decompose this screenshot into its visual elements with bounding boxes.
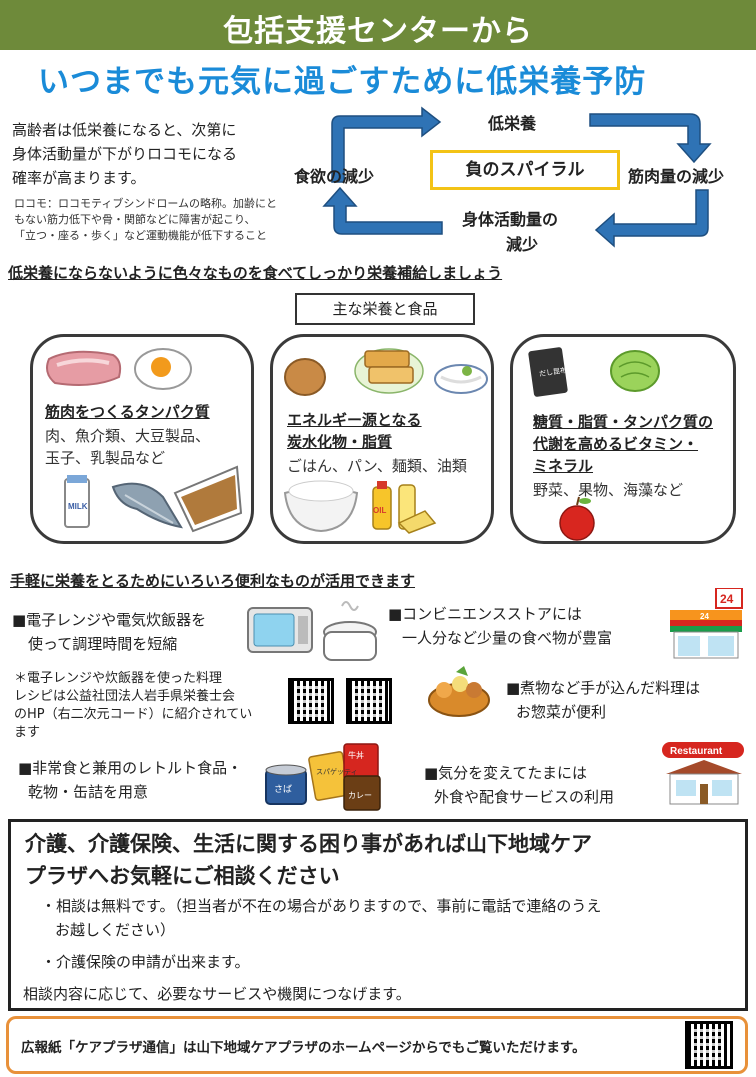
note-line: 「立つ・座る・歩く」など運動機能が低下すること [14, 229, 267, 242]
fish-icon [111, 482, 183, 529]
tip-recipe: ＊電子レンジや炊飯器を使った料理 レシピは公益社団法人岩手県栄養士会 のHP（右… [14, 671, 253, 740]
pouch-label-curry: カレー [348, 791, 372, 800]
card-protein-title: 筋肉をつくるタンパク質 [45, 403, 210, 421]
tip-gaishoku-1: ■気分を変えてたまには [424, 764, 587, 782]
tip-nimono-2: お惣菜が便利 [516, 703, 607, 721]
card-vitamin-text: 野菜、果物、海藻など [533, 481, 684, 499]
consultation-box: 介護、介護保険、生活に関する困り事があれば山下地域ケア プラザへお気軽にご相談く… [8, 819, 748, 1011]
spiral-left-label: 食欲の減少 [294, 167, 375, 186]
spiral-bottom-label-1: 身体活動量の [462, 210, 559, 229]
card-energy-title-2: 炭水化物・脂質 [287, 433, 393, 451]
main-title: いつまでも元気に過ごすために低栄養予防 [38, 64, 647, 100]
spiral-arrows [322, 106, 712, 248]
noodle-bowl-icon [434, 364, 488, 394]
consult-item-free-2: お越しください） [55, 921, 176, 939]
food-card-energy: OIL エネルギー源となる 炭水化物・脂質 ごはん、パン、麺類、油類 [270, 334, 494, 544]
card-energy-text: ごはん、パン、麺類、油類 [287, 457, 467, 475]
restaurant-icon: Restaurant [662, 742, 744, 805]
card-vitamin-title-3: ミネラル [533, 457, 594, 475]
store-sign-front: 24 [700, 612, 709, 621]
can-label: さば [274, 784, 292, 795]
consultation-heading: 介護、介護保険、生活に関する困り事があれば山下地域ケア プラザへお気軽にご相談く… [25, 832, 592, 888]
tip-conbini-2: 一人分など少量の食べ物が豊富 [402, 629, 613, 647]
tip-microwave-1: ■電子レンジや電気炊飯器を [12, 611, 207, 629]
kombu-label: だし昆布 [539, 365, 568, 378]
note-line: ロコモ：ロコモティブシンドロームの略称。加齢にと [14, 197, 278, 210]
consult-item-application: ・介護保険の申請が出来ます。 [41, 953, 250, 971]
nimono-icon [428, 666, 490, 717]
header-title: 包括支援センターから [223, 14, 533, 49]
card-protein-text-1: 肉、魚介類、大豆製品、 [45, 427, 211, 445]
qr-code-2[interactable] [346, 678, 392, 724]
card-vitamin-title-2: 代謝を高めるビタミン・ [533, 435, 699, 453]
rice-bowl-icon [283, 480, 359, 533]
food-card-protein: MILK 筋肉をつくるタンパク質 肉、魚介類、大豆製品、 玉子、乳製品など [30, 334, 254, 544]
pouch-label-beef: 牛丼 [348, 750, 364, 760]
kombu-package-icon: だし昆布 [528, 347, 568, 397]
consult-closing: 相談内容に応じて、必要なサービスや機関につなげます。 [23, 985, 411, 1003]
footer-text: 広報紙「ケアプラザ通信」は山下地域ケアプラザのホームページからでもご覧いただけま… [21, 1040, 586, 1056]
footer-qr-code[interactable] [685, 1021, 733, 1069]
tip-nimono-1: ■煮物など手が込んだ料理は [506, 679, 701, 697]
oil-bottle-icon: OIL [372, 481, 437, 534]
fried-egg-icon [134, 348, 192, 390]
lettuce-icon [610, 350, 660, 392]
appliances-illustration [247, 601, 377, 661]
food-card-vitamins: だし昆布 糖質・脂質・タンパク質の 代謝を高めるビタミン・ ミネラル 野菜、果物… [510, 334, 736, 544]
retort-food-icon: さば 牛丼 スパゲッティ カレー [265, 743, 381, 811]
milk-label: MILK [68, 502, 88, 511]
apple-icon [559, 496, 595, 541]
spiral-center-label: 負のスパイラル [430, 150, 620, 190]
potato-icon [284, 358, 326, 396]
intro-line: 身体活動量が下がりロコモになる [12, 145, 238, 163]
header-bar: 包括支援センターから [0, 0, 756, 50]
oil-label: OIL [373, 506, 386, 515]
footer-box: 広報紙「ケアプラザ通信」は山下地域ケアプラザのホームページからでもご覧いただけま… [6, 1016, 748, 1074]
microwave-icon [247, 607, 313, 653]
foods-box-title: 主な栄養と食品 [295, 293, 475, 325]
section-heading-nutrition: 低栄養にならないように色々なものを食べてしっかり栄養補給しましょう [8, 264, 503, 282]
arrow-bottom-to-left [322, 186, 443, 235]
tip-retort-2: 乾物・缶詰を用意 [28, 783, 149, 801]
consult-item-free-1: ・相談は無料です。（担当者が不在の場合がありますので、事前に電話で連絡のうえ [41, 897, 602, 915]
intro-line: 確率が高まります。 [12, 169, 146, 187]
convenience-store-icon: 24 24 [670, 588, 743, 659]
section-heading-convenience: 手軽に栄養をとるためにいろいろ便利なものが活用できます [10, 572, 416, 590]
spiral-top-label: 低栄養 [488, 114, 537, 133]
card-energy-title-1: エネルギー源となる [287, 411, 422, 429]
toast-icon [354, 348, 424, 394]
spiral-right-label: 筋肉量の減少 [628, 167, 725, 186]
canned-food-icon: さば [265, 764, 307, 805]
spiral-bottom-label-2: 減少 [506, 235, 539, 254]
tip-retort-1: ■非常食と兼用のレトルト食品・ [18, 759, 243, 777]
card-protein-text-2: 玉子、乳製品など [45, 449, 166, 467]
arrow-left-to-top [331, 106, 442, 183]
rice-cooker-icon [323, 601, 377, 661]
store-sign-top: 24 [720, 592, 734, 606]
milk-carton-icon: MILK [64, 475, 90, 528]
note-line: もない筋力低下や骨・関節などに障害が起こり、 [14, 213, 256, 226]
pouch-label-spaghetti: スパゲッティ [316, 767, 358, 776]
tip-conbini-1: ■コンビニエンスストアには [388, 605, 582, 623]
negative-spiral-diagram: 低栄養 負のスパイラル 筋肉量の減少 身体活動量の 減少 食欲の減少 [290, 100, 756, 262]
arrow-right-to-bottom [594, 189, 709, 248]
tip-gaishoku-2: 外食や配食サービスの利用 [434, 788, 615, 806]
retort-pouch-icon: 牛丼 スパゲッティ カレー [308, 743, 381, 811]
intro-line: 高齢者は低栄養になると、次第に [12, 121, 237, 139]
natto-icon [173, 465, 243, 533]
intro-text: 高齢者は低栄養になると、次第に 身体活動量が下がりロコモになる 確率が高まります… [12, 118, 302, 190]
locomo-note: ロコモ：ロコモティブシンドロームの略称。加齢にと もない筋力低下や骨・関節などに… [14, 196, 314, 244]
card-vitamin-title-1: 糖質・脂質・タンパク質の [533, 413, 714, 431]
arrow-top-to-right [589, 113, 712, 164]
restaurant-sign: Restaurant [670, 746, 723, 757]
tip-microwave-2: 使って調理時間を短縮 [28, 635, 178, 653]
qr-code-1[interactable] [288, 678, 334, 724]
meat-icon [46, 350, 122, 386]
